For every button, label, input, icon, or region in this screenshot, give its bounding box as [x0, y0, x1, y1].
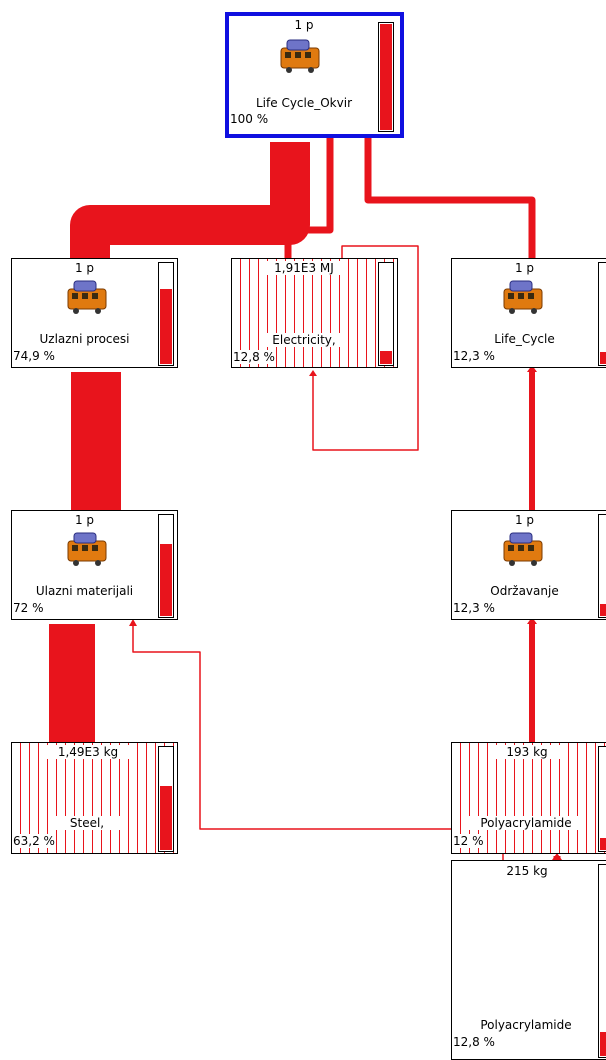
- node-percentage: 100 %: [230, 112, 269, 126]
- flow-electricity-to-okvir: [284, 138, 334, 258]
- node-amount: 1 p: [74, 513, 95, 527]
- flow-uzlazni-to-okvir: [70, 142, 310, 258]
- flow-poly2-to-ulazni: [132, 622, 504, 860]
- node-ulazni-materijali[interactable]: 1 p Ulazni materijali 72 %: [11, 510, 178, 620]
- node-name: Life_Cycle: [494, 332, 555, 346]
- meter-fill: [600, 604, 606, 616]
- node-name: Life Cycle_Okvir: [256, 96, 352, 110]
- contribution-meter: [158, 514, 174, 618]
- meter-fill: [380, 351, 392, 364]
- train-icon: [67, 280, 107, 314]
- node-polyacrylamide-215[interactable]: 215 kg Polyacrylamide 12,8 %: [451, 860, 606, 1060]
- node-amount: 1 p: [74, 261, 95, 275]
- node-percentage: 63,2 %: [13, 834, 55, 848]
- contribution-meter: [158, 746, 174, 852]
- node-percentage: 12,8 %: [453, 1035, 495, 1049]
- node-amount: 1,49E3 kg: [46, 745, 130, 759]
- arrow-head: [309, 370, 317, 376]
- contribution-meter: [158, 262, 174, 366]
- node-percentage: 12,3 %: [453, 349, 495, 363]
- meter-fill: [600, 1032, 606, 1056]
- train-icon: [503, 280, 543, 314]
- node-amount: 1 p: [514, 261, 535, 275]
- arrow-head: [129, 619, 137, 626]
- arrow-head: [552, 853, 562, 860]
- node-life-cycle-okvir[interactable]: 1 p Life Cycle_Okvir 100 %: [225, 12, 404, 138]
- contribution-meter: [378, 262, 394, 366]
- node-percentage: 12,3 %: [453, 601, 495, 615]
- node-percentage: 12 %: [453, 834, 484, 848]
- train-icon: [280, 39, 320, 73]
- node-name: Steel,: [52, 816, 122, 830]
- node-name: Electricity,: [264, 333, 344, 347]
- meter-fill: [600, 838, 606, 850]
- train-icon: [503, 532, 543, 566]
- node-name: Polyacrylamide: [480, 1018, 572, 1032]
- meter-fill: [160, 544, 172, 616]
- node-amount: 1 p: [514, 513, 535, 527]
- node-name: Održavanje: [490, 584, 559, 598]
- train-icon: [67, 532, 107, 566]
- meter-fill: [600, 352, 606, 364]
- contribution-meter: [598, 514, 606, 618]
- node-polyacrylamide-193[interactable]: 193 kg Polyacrylamide 12 %: [451, 742, 606, 854]
- flow-electricity-loop: [312, 245, 419, 451]
- node-amount: 1,91E3 MJ: [264, 261, 344, 275]
- meter-fill: [160, 786, 172, 850]
- node-life-cycle[interactable]: 1 p Life_Cycle 12,3 %: [451, 258, 606, 368]
- meter-fill: [380, 24, 392, 130]
- arrow-head: [527, 617, 537, 624]
- node-percentage: 74,9 %: [13, 349, 55, 363]
- node-percentage: 12,8 %: [233, 350, 275, 364]
- contribution-meter: [598, 864, 606, 1058]
- node-electricity[interactable]: 1,91E3 MJ Electricity, 12,8 %: [231, 258, 398, 368]
- node-name: Ulazni materijali: [35, 584, 134, 598]
- node-amount: 1 p: [294, 18, 314, 32]
- arrow-head: [527, 365, 537, 372]
- node-uzlazni-procesi[interactable]: 1 p Uzlazni procesi 74,9 %: [11, 258, 178, 368]
- node-steel[interactable]: 1,49E3 kg Steel, 63,2 %: [11, 742, 178, 854]
- flow-lifecycle-to-okvir: [364, 138, 536, 258]
- contribution-meter: [378, 22, 394, 132]
- node-amount: 193 kg: [492, 745, 562, 759]
- node-percentage: 72 %: [13, 601, 44, 615]
- meter-fill: [160, 289, 172, 364]
- node-name: Uzlazni procesi: [39, 332, 130, 346]
- contribution-meter: [598, 262, 606, 366]
- contribution-meter: [598, 746, 606, 852]
- node-odrzavanje[interactable]: 1 p Održavanje 12,3 %: [451, 510, 606, 620]
- node-name: Polyacrylamide: [466, 816, 586, 830]
- node-amount: 215 kg: [506, 864, 548, 878]
